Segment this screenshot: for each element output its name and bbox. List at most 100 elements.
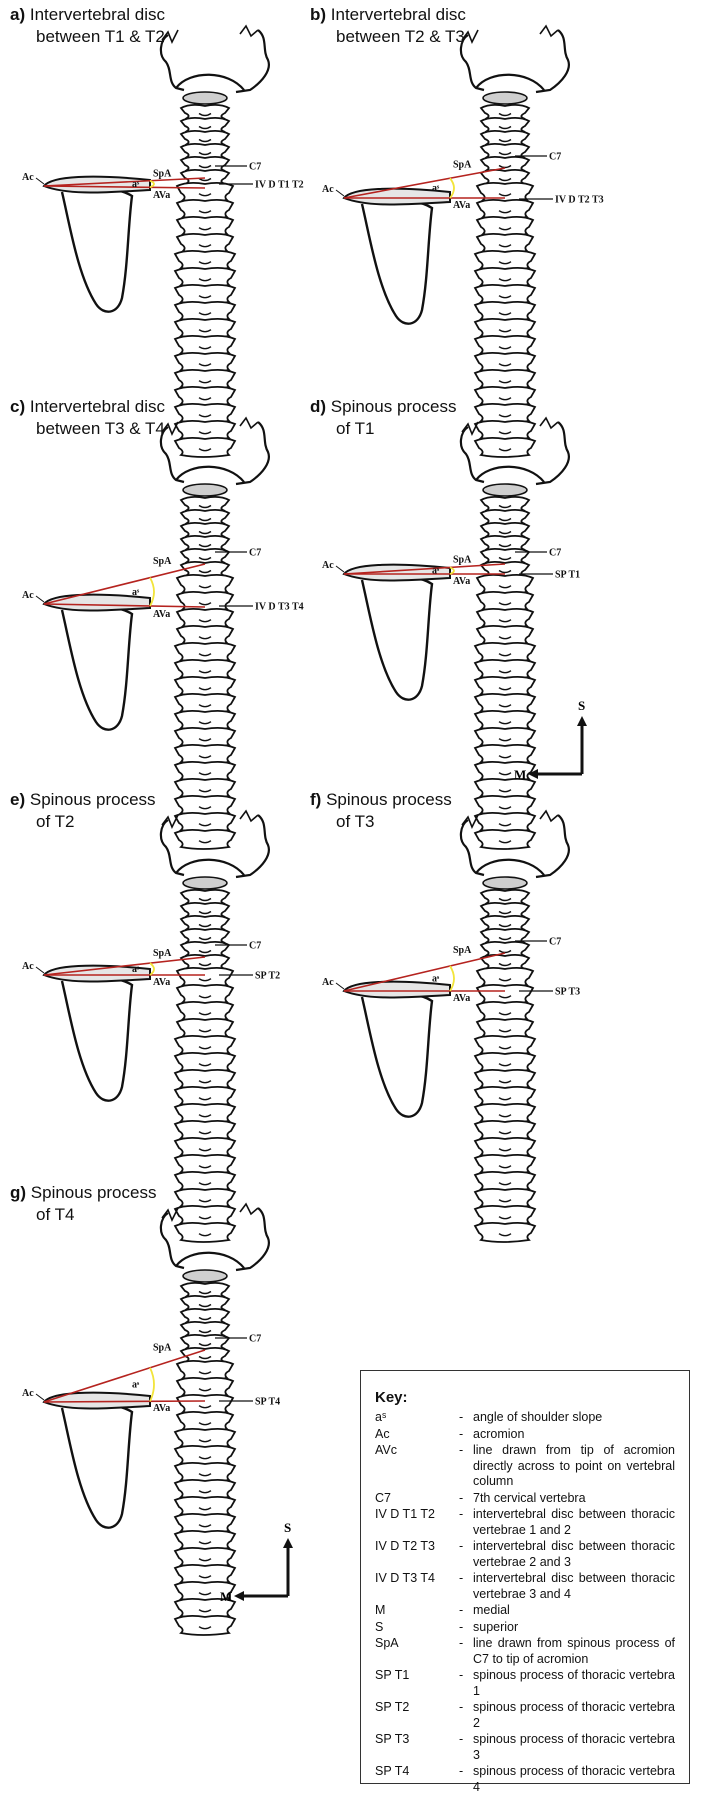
vertebra [475, 728, 535, 747]
ava-label: AVa [453, 993, 470, 1004]
vertebra [175, 1514, 235, 1533]
angle-label: aˢ [132, 964, 140, 975]
spa-label: SpA [453, 160, 472, 171]
key-dash: - [459, 1732, 473, 1763]
skull-outline [461, 30, 569, 92]
vertebra [177, 592, 233, 611]
vertebra [475, 1053, 535, 1072]
vertebra [175, 1070, 235, 1089]
target-label: IV D T2 T3 [555, 195, 604, 206]
key-abbr: SpA [375, 1636, 459, 1667]
key-entry: SP T1-spinous process of thoracic verteb… [375, 1668, 675, 1699]
scapula-outline [62, 978, 132, 1101]
vertebra [477, 1002, 533, 1021]
spa-label: SpA [153, 556, 172, 567]
vertebra [177, 609, 233, 628]
vertebra [175, 1497, 235, 1516]
skull-detail [162, 30, 178, 42]
skull-outline [161, 815, 269, 877]
angle-label: aˢ [132, 1380, 140, 1391]
target-label: IV D T1 T2 [255, 180, 304, 191]
spine-diagram: C7AcSpAAVaaˢSP T2 [0, 785, 350, 1235]
c7-label: C7 [549, 548, 561, 559]
vertebra [475, 1087, 535, 1106]
key-definition: spinous process of thoracic vertebra 2 [473, 1700, 675, 1731]
acromion-leader [36, 967, 44, 973]
vertebra [477, 217, 533, 236]
key-definition: spinous process of thoracic vertebra 3 [473, 1732, 675, 1763]
key-entry: Ac-acromion [375, 1427, 675, 1443]
vertebra [177, 217, 233, 236]
skull-outline [161, 30, 269, 92]
key-entries: aˢ-angle of shoulder slopeAc-acromionAVc… [375, 1410, 675, 1795]
scapula-outline [62, 607, 132, 730]
vertebra [475, 302, 535, 321]
vertebra [175, 336, 235, 355]
key-dash: - [459, 1443, 473, 1490]
atlas-vertebra [483, 877, 527, 889]
key-entry: SP T3-spinous process of thoracic verteb… [375, 1732, 675, 1763]
vertebra [177, 1378, 233, 1397]
vertebra [175, 762, 235, 781]
angle-label: aˢ [132, 179, 140, 190]
panel-b: b) Intervertebral discbetween T2 & T3C7A… [300, 0, 650, 450]
key-dash: - [459, 1539, 473, 1570]
vertebra [175, 1480, 235, 1499]
target-label: SP T4 [255, 1397, 280, 1408]
vertebra [475, 1036, 535, 1055]
vertebra [177, 968, 233, 987]
angle-label: aˢ [432, 973, 440, 984]
acromion-label: Ac [22, 961, 34, 972]
key-abbr: IV D T3 T4 [375, 1571, 459, 1602]
vertebra [475, 643, 535, 662]
scapula-outline [62, 189, 132, 312]
ava-label: AVa [453, 200, 470, 211]
acromion-leader [36, 596, 44, 602]
skull-outline [461, 815, 569, 877]
key-definition: intervertebral disc between thoracic ver… [473, 1571, 675, 1602]
key-dash: - [459, 1764, 473, 1795]
key-dash: - [459, 1427, 473, 1443]
key-definition: acromion [473, 1427, 675, 1443]
acromion-leader [336, 983, 344, 989]
ava-label: AVa [453, 576, 470, 587]
acromion-leader [36, 1394, 44, 1400]
key-definition: 7th cervical vertebra [473, 1491, 675, 1507]
vertebra [175, 1155, 235, 1174]
atlas-vertebra [483, 92, 527, 104]
key-abbr: Ac [375, 1427, 459, 1443]
skull-detail [240, 1204, 258, 1214]
panel-g: g) Spinous processof T4C7AcSpAAVaaˢSP T4… [0, 1178, 350, 1628]
c7-label: C7 [249, 941, 261, 952]
vertebra [175, 353, 235, 372]
key-entry: C7-7th cervical vertebra [375, 1491, 675, 1507]
acromion-label: Ac [322, 184, 334, 195]
c7-label: C7 [249, 1334, 261, 1345]
vertebra [177, 575, 233, 594]
vertebra [175, 643, 235, 662]
key-dash: - [459, 1636, 473, 1667]
key-definition: spinous process of thoracic vertebra 4 [473, 1764, 675, 1795]
skull-detail [240, 26, 258, 36]
vertebra [175, 745, 235, 764]
skull-detail [540, 418, 558, 428]
skull-detail [162, 1208, 178, 1220]
panel-d: d) Spinous processof T1C7AcSpAAVaaˢSP T1… [300, 392, 650, 842]
key-entry: SP T2-spinous process of thoracic verteb… [375, 1700, 675, 1731]
ava-line [44, 1401, 205, 1402]
vertebra [475, 677, 535, 696]
atlas-vertebra [183, 1270, 227, 1282]
key-definition: line drawn from spinous process of C7 to… [473, 1636, 675, 1667]
skull-detail [462, 422, 478, 434]
scapula-outline [362, 577, 432, 700]
key-entry: SpA-line drawn from spinous process of C… [375, 1636, 675, 1667]
vertebra [475, 1155, 535, 1174]
vertebra [175, 1446, 235, 1465]
vertebra [475, 285, 535, 304]
angle-label: aˢ [432, 566, 440, 577]
key-abbr: aˢ [375, 1410, 459, 1426]
vertebra [475, 251, 535, 270]
vertebra [477, 985, 533, 1004]
key-abbr: SP T4 [375, 1764, 459, 1795]
